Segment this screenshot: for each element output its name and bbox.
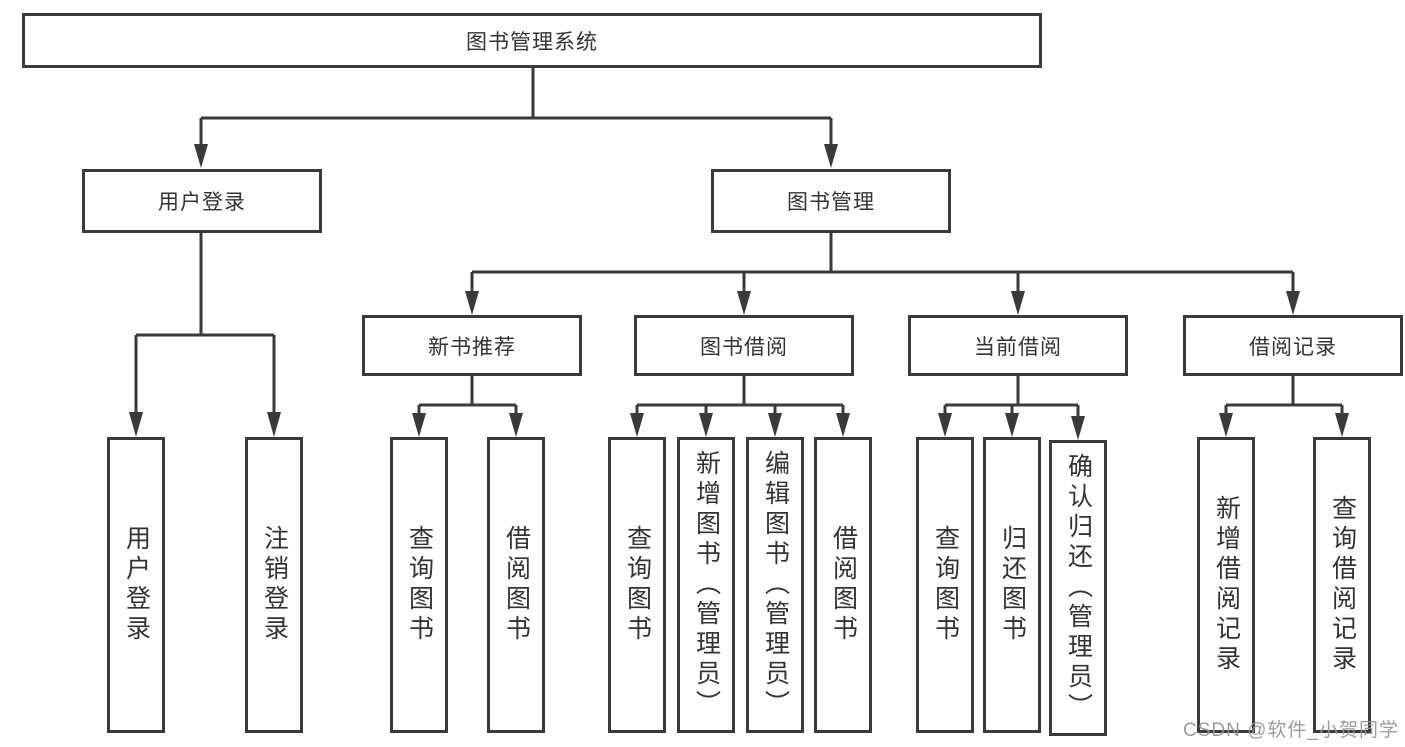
arrowhead	[699, 413, 713, 437]
node-leaf-return-books: 归还图书	[983, 437, 1041, 733]
node-label: 查询图书	[405, 525, 434, 645]
arrowhead	[465, 291, 479, 315]
node-label: 借阅图书	[502, 525, 531, 645]
node-leaf-query-books: 查询图书	[390, 437, 448, 733]
node-leaf-query-borrow-record: 查询借阅记录	[1313, 437, 1371, 733]
arrowhead	[1286, 291, 1300, 315]
node-leaf-edit-books-admin: 编辑图书（管理员）	[746, 437, 804, 733]
node-leaf-add-borrow-record: 新增借阅记录	[1197, 437, 1255, 733]
node-leaf-query-books: 查询图书	[608, 437, 666, 733]
arrowhead	[1335, 413, 1349, 437]
connector-current-to-leaves	[938, 376, 1085, 440]
node-label: 图书管理系统	[466, 30, 598, 54]
arrowhead	[1219, 413, 1233, 437]
node-label: 图书借阅	[700, 335, 788, 359]
arrowhead	[509, 413, 523, 437]
node-borrowing-records: 借阅记录	[1183, 315, 1403, 376]
node-label: 用户登录	[158, 191, 246, 214]
node-book-borrowing: 图书借阅	[634, 315, 854, 376]
arrowhead	[938, 413, 952, 437]
node-label: 新增借阅记录	[1212, 495, 1241, 675]
node-label: 用户登录	[122, 525, 151, 645]
arrowhead	[267, 412, 281, 437]
node-label: 编辑图书（管理员）	[761, 450, 790, 720]
node-label: 当前借阅	[974, 335, 1062, 359]
arrowhead	[129, 412, 143, 437]
connector-borrow-to-leaves	[630, 376, 850, 437]
arrowhead	[737, 291, 751, 315]
node-leaf-user-login: 用户登录	[107, 437, 165, 733]
connector-recommend-to-leaves	[412, 376, 523, 437]
arrowhead	[1005, 413, 1019, 437]
node-user-login: 用户登录	[82, 169, 322, 233]
connector-bookmgmt-to-level3	[465, 233, 1300, 315]
connector-login-to-leaves	[129, 233, 281, 437]
arrowhead	[1071, 416, 1085, 440]
node-label: 确认归还（管理员）	[1064, 453, 1093, 723]
node-book-management: 图书管理	[711, 169, 951, 233]
arrowhead	[194, 144, 208, 168]
node-leaf-confirm-return-admin: 确认归还（管理员）	[1049, 440, 1107, 736]
arrowhead	[824, 144, 838, 168]
node-leaf-query-books: 查询图书	[916, 437, 974, 733]
node-label: 新书推荐	[428, 335, 516, 359]
arrowhead	[768, 413, 782, 437]
node-label: 查询图书	[931, 525, 960, 645]
arrowhead	[630, 413, 644, 437]
node-label: 归还图书	[998, 525, 1027, 645]
node-label: 图书管理	[787, 191, 875, 214]
node-label: 查询借阅记录	[1328, 495, 1357, 675]
node-label: 借阅图书	[829, 525, 858, 645]
node-label: 注销登录	[260, 525, 289, 645]
connector-records-to-leaves	[1219, 376, 1349, 437]
watermark: CSDN @软件_小贺同学	[1183, 720, 1399, 741]
arrowhead	[1011, 291, 1025, 315]
node-label: 查询图书	[623, 525, 652, 645]
node-label: 借阅记录	[1249, 335, 1337, 359]
node-library-management-system: 图书管理系统	[22, 13, 1042, 68]
connector-root-to-level2	[194, 68, 838, 168]
node-current-borrowing: 当前借阅	[908, 315, 1128, 376]
node-label: 新增图书（管理员）	[692, 450, 721, 720]
arrowhead	[836, 413, 850, 437]
arrowhead	[412, 413, 426, 437]
node-leaf-add-books-admin: 新增图书（管理员）	[677, 437, 735, 733]
node-new-book-recommend: 新书推荐	[362, 315, 582, 376]
node-leaf-borrow-books: 借阅图书	[814, 437, 872, 733]
node-leaf-logout: 注销登录	[245, 437, 303, 733]
node-leaf-borrow-books: 借阅图书	[487, 437, 545, 733]
